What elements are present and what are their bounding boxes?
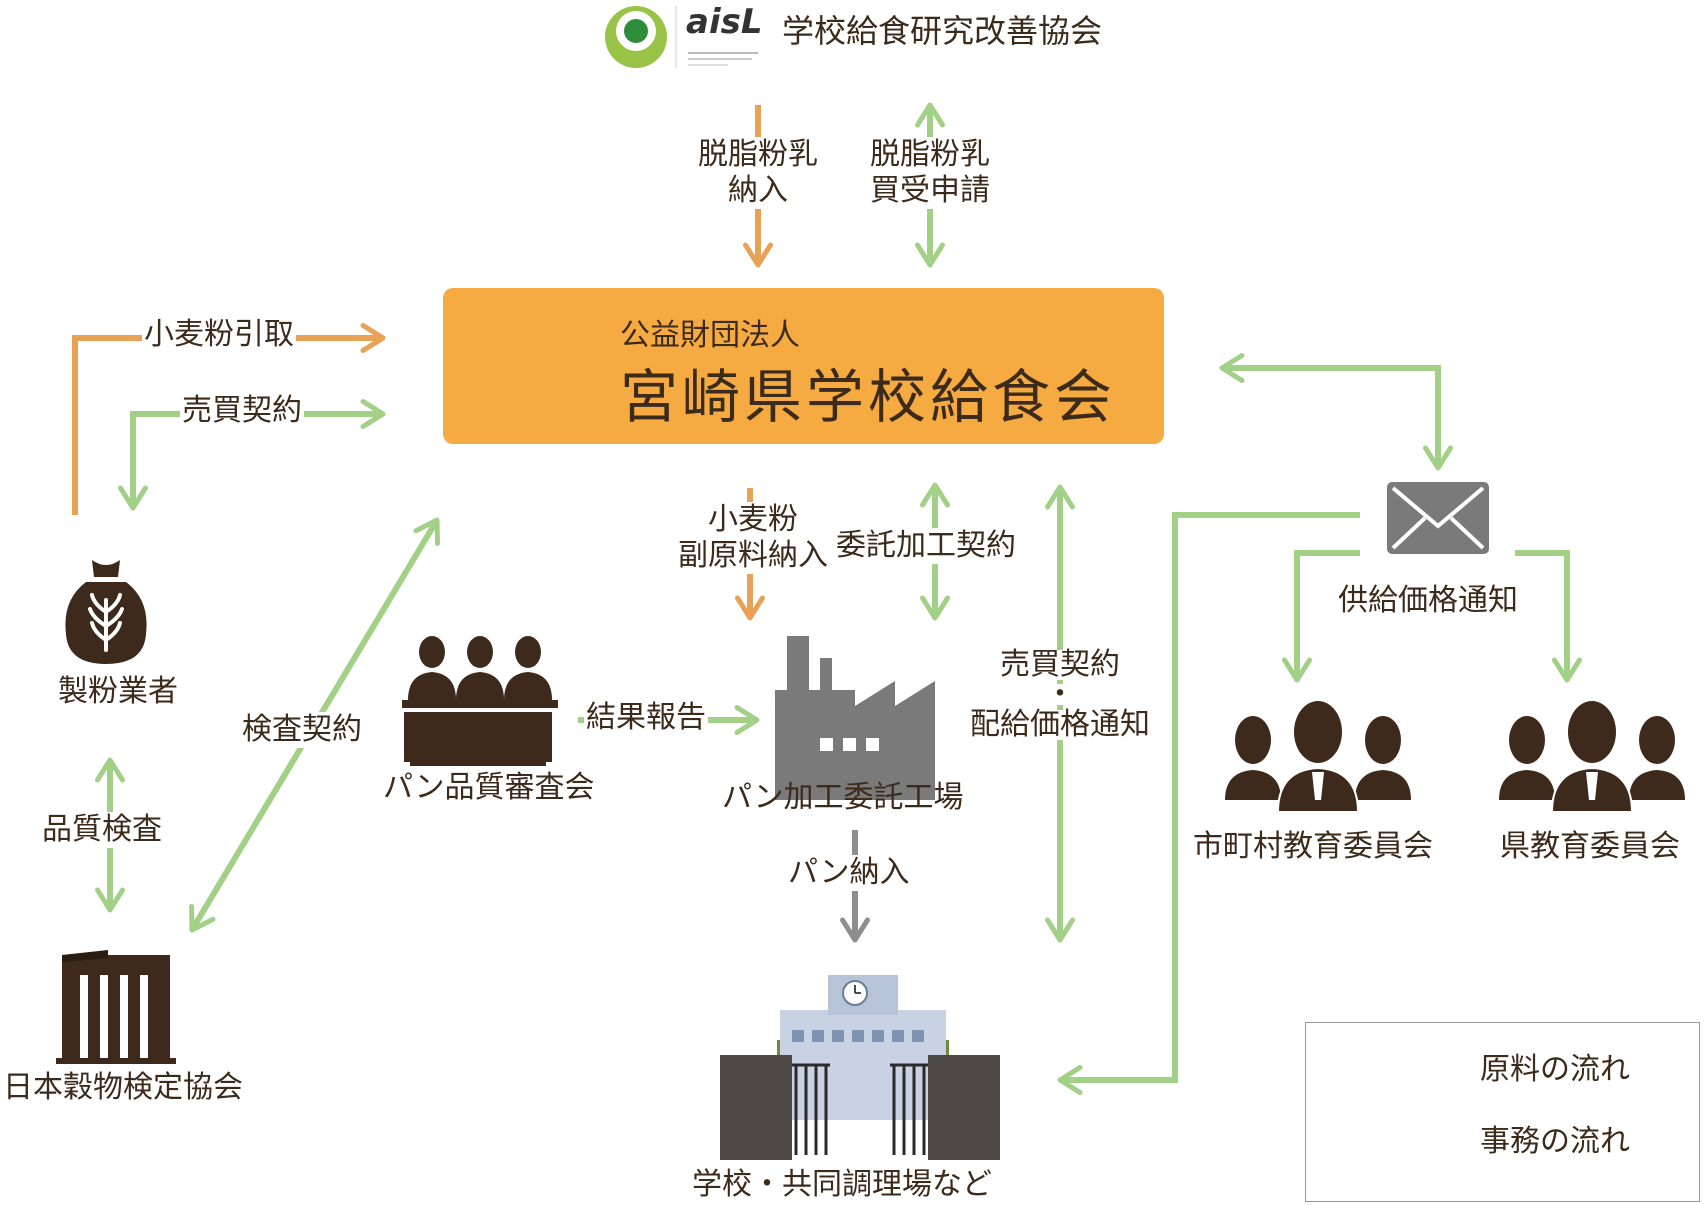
flour-sack-icon	[65, 560, 147, 664]
flour-delivery-label: 小麦粉 副原料納入	[668, 502, 838, 574]
main-organization-box: 公益財団法人 宮崎県学校給食会	[443, 288, 1164, 444]
flour-pickup-label: 小麦粉引取	[142, 317, 296, 353]
council-members-icon	[402, 636, 558, 766]
flour-delivery-label-line2: 副原料納入	[676, 538, 830, 574]
main-subtitle: 公益財団法人	[620, 318, 800, 353]
aisl-logo	[605, 6, 758, 68]
factory-label: パン加工委託工場	[722, 780, 964, 815]
skim-milk-delivery-label-line2: 納入	[726, 173, 790, 209]
prefectural-board-label: 県教育委員会	[1500, 829, 1680, 864]
flour-delivery-label-line1: 小麦粉	[706, 502, 800, 538]
schools-label: 学校・共同調理場など	[692, 1167, 992, 1202]
supply-notice-pref-arrow	[1515, 550, 1582, 683]
sales-distribution-label-dot: ・	[1043, 677, 1077, 712]
processing-contract-label: 委託加工契約	[834, 528, 1018, 564]
main-mail-arrow	[1219, 353, 1453, 471]
org-name: 学校給食研究改善協会	[782, 12, 1103, 50]
mail-icon	[1387, 482, 1489, 554]
skim-milk-application-label-line2: 買受申請	[868, 173, 992, 209]
legend	[1305, 1022, 1700, 1202]
skim-milk-application-label: 脱脂粉乳 買受申請	[858, 137, 1002, 209]
result-report-label: 結果報告	[584, 700, 708, 736]
miller-label: 製粉業者	[58, 674, 178, 709]
prefectural-board-people-icon	[1499, 701, 1685, 813]
aisl-logo-text: aisL	[686, 2, 763, 42]
sales-distribution-label: 売買契約 ・ 配給価格通知	[950, 650, 1170, 740]
municipal-board-people-icon	[1225, 701, 1411, 813]
supply-notice-municipal-arrow	[1282, 550, 1360, 683]
bread-council-label: パン品質審査会	[383, 770, 595, 805]
main-title: 宮崎県学校給食会	[620, 363, 1117, 431]
bread-delivery-label: パン納入	[786, 855, 912, 891]
municipal-board-label: 市町村教育委員会	[1193, 829, 1433, 864]
skim-milk-delivery-label: 脱脂粉乳 納入	[690, 137, 826, 209]
sales-distribution-label-line1: 売買契約	[998, 647, 1122, 682]
inspection-contract-label: 検査契約	[240, 712, 364, 748]
quality-inspection-label: 品質検査	[40, 812, 164, 848]
sales-distribution-label-line2: 配給価格通知	[968, 707, 1152, 742]
factory-icon	[775, 636, 935, 800]
office-building-icon	[56, 950, 176, 1064]
sales-contract-left-label: 売買契約	[180, 393, 304, 429]
legend-raw-label: 原料の流れ	[1480, 1052, 1630, 1087]
mail-schools-arrow	[1057, 512, 1360, 1095]
school-building-icon	[720, 975, 1000, 1160]
grain-inspection-label: 日本穀物検定協会	[3, 1070, 243, 1105]
skim-milk-delivery-label-line1: 脱脂粉乳	[696, 137, 820, 173]
legend-admin-label: 事務の流れ	[1480, 1124, 1630, 1159]
skim-milk-application-label-line1: 脱脂粉乳	[868, 137, 992, 173]
supply-price-notice-label: 供給価格通知	[1336, 583, 1520, 619]
